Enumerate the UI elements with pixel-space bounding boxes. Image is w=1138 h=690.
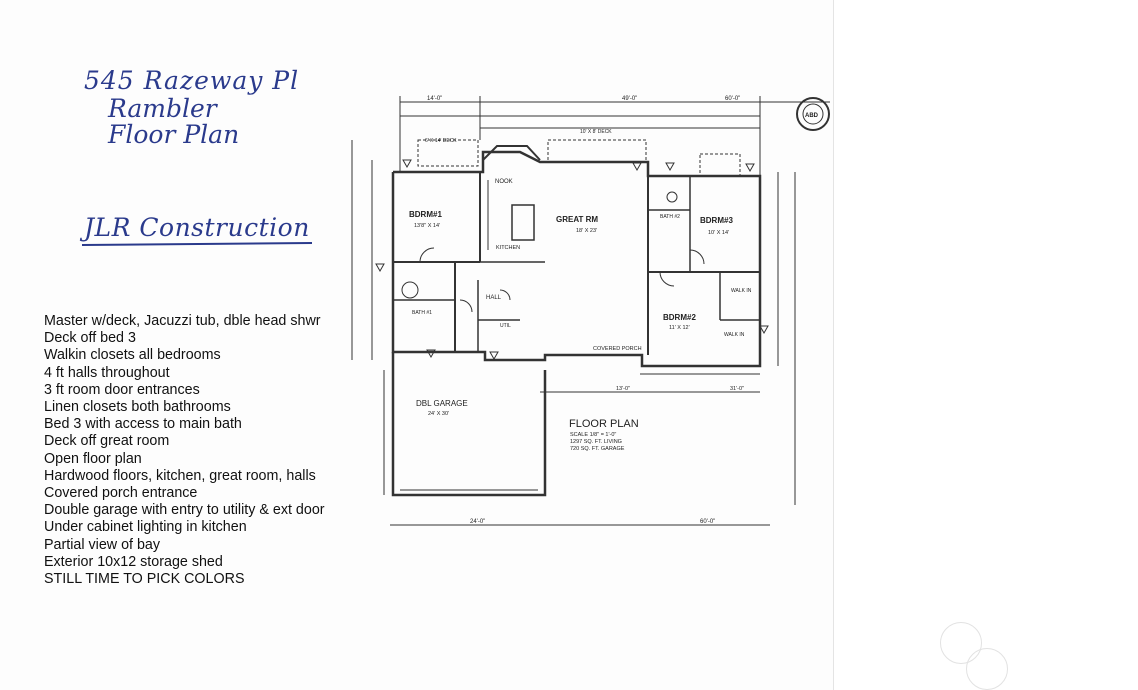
door-swing — [499, 289, 511, 301]
document-title: Floor Plan — [108, 120, 240, 149]
dim-mid-b: 31'-0" — [730, 386, 744, 392]
scan-artifact-circle — [966, 648, 1008, 690]
room-label-bath1: BATH #1 — [412, 310, 432, 316]
room-label-hall: HALL — [486, 295, 502, 301]
room-size-bdrm1: 13'8" X 14' — [414, 223, 440, 229]
room-label-bdrm3: BDRM#3 — [700, 216, 733, 225]
room-label-bdrm2: BDRM#2 — [663, 313, 696, 322]
toilet — [666, 191, 678, 203]
deck-label-master: 6' X 14' DECK — [425, 138, 457, 144]
door-swing — [659, 271, 675, 287]
room-label-util: UTIL — [500, 323, 511, 329]
jacuzzi-tub — [401, 281, 419, 299]
deck-master — [417, 139, 479, 167]
deck-label-great-room: 10' X 8' DECK — [580, 129, 612, 135]
logo-text: ABD — [805, 113, 819, 119]
room-label-kitchen: KITCHEN — [496, 245, 520, 251]
feature-item: Partial view of bay — [44, 536, 161, 553]
kitchen-island — [511, 204, 535, 241]
feature-item: Walkin closets all bedrooms — [44, 347, 221, 364]
house-outer-wall — [391, 150, 762, 368]
dim-top-a: 14'-0" — [427, 96, 442, 102]
feature-item: Covered porch entrance — [44, 485, 198, 502]
room-label-bdrm1: BDRM#1 — [409, 210, 442, 219]
dim-top-b: 49'-0" — [622, 96, 637, 102]
address-title: 545 Razeway Pl — [84, 66, 300, 95]
section-marker — [375, 263, 385, 273]
floor-plan-drawing: BDRM#1 13'8" X 14' NOOK GREAT RM 18' X 2… — [351, 96, 830, 526]
garage-wall — [391, 352, 547, 497]
features-list: Master w/deck, Jacuzzi tub, dble head sh… — [44, 313, 325, 588]
feature-item: 4 ft halls throughout — [44, 364, 170, 381]
room-label-great-rm: GREAT RM — [556, 215, 598, 224]
door-swing — [459, 299, 473, 313]
door-swing — [689, 249, 705, 265]
room-label-garage: DBL GARAGE — [416, 399, 468, 408]
feature-item: Master w/deck, Jacuzzi tub, dble head sh… — [44, 313, 321, 329]
feature-item: STILL TIME TO PICK COLORS — [44, 571, 245, 588]
abd-logo-seal — [796, 97, 830, 131]
dim-bottom-a: 24'-0" — [470, 519, 485, 525]
door-swing — [419, 247, 435, 263]
room-label-covered-porch: COVERED PORCH — [593, 346, 642, 352]
section-marker — [426, 349, 436, 359]
scan-artifact-circle — [940, 622, 982, 664]
bay-window — [482, 145, 541, 161]
dim-top-c: 60'-0" — [725, 96, 740, 102]
room-label-bath2: BATH #2 — [660, 214, 680, 220]
scanned-sheet — [833, 0, 834, 690]
room-label-walkin-2: WALK IN — [724, 332, 745, 338]
plan-scale: SCALE 1/8" = 1'-0" — [570, 432, 616, 438]
feature-item: Open floor plan — [44, 450, 142, 467]
section-marker — [402, 159, 412, 169]
room-size-bdrm3: 10' X 14' — [708, 230, 729, 236]
feature-item: Exterior 10x12 storage shed — [44, 553, 223, 570]
section-marker — [745, 163, 755, 173]
room-size-bdrm2: 11' X 12' — [669, 325, 690, 331]
dim-bottom-b: 60'-0" — [700, 519, 715, 525]
section-marker — [632, 162, 642, 172]
builder-name: JLR Construction — [84, 213, 310, 242]
dim-mid-a: 13'-0" — [616, 386, 630, 392]
feature-item: 3 ft room door entrances — [44, 381, 200, 398]
plan-living-area: 1297 SQ. FT. LIVING — [570, 439, 622, 445]
section-marker — [759, 325, 769, 335]
feature-item: Hardwood floors, kitchen, great room, ha… — [44, 467, 316, 484]
section-marker — [665, 162, 675, 172]
feature-item: Double garage with entry to utility & ex… — [44, 502, 325, 519]
section-marker — [489, 351, 499, 361]
room-label-nook: NOOK — [495, 179, 513, 185]
feature-item: Deck off great room — [44, 433, 170, 450]
feature-item: Deck off bed 3 — [44, 330, 136, 347]
feature-item: Under cabinet lighting in kitchen — [44, 519, 247, 536]
deck-great-room — [547, 139, 647, 163]
feature-item: Bed 3 with access to main bath — [44, 416, 242, 433]
room-size-garage: 24' X 30' — [428, 411, 449, 417]
room-size-great-rm: 18' X 23' — [576, 228, 597, 234]
feature-item: Linen closets both bathrooms — [44, 399, 231, 416]
plan-garage-area: 720 SQ. FT. GARAGE — [570, 446, 625, 452]
plan-title: FLOOR PLAN — [569, 418, 639, 430]
house-style: Rambler — [108, 94, 217, 123]
deck-bdrm3 — [699, 153, 741, 177]
room-label-walkin-1: WALK IN — [731, 288, 752, 294]
